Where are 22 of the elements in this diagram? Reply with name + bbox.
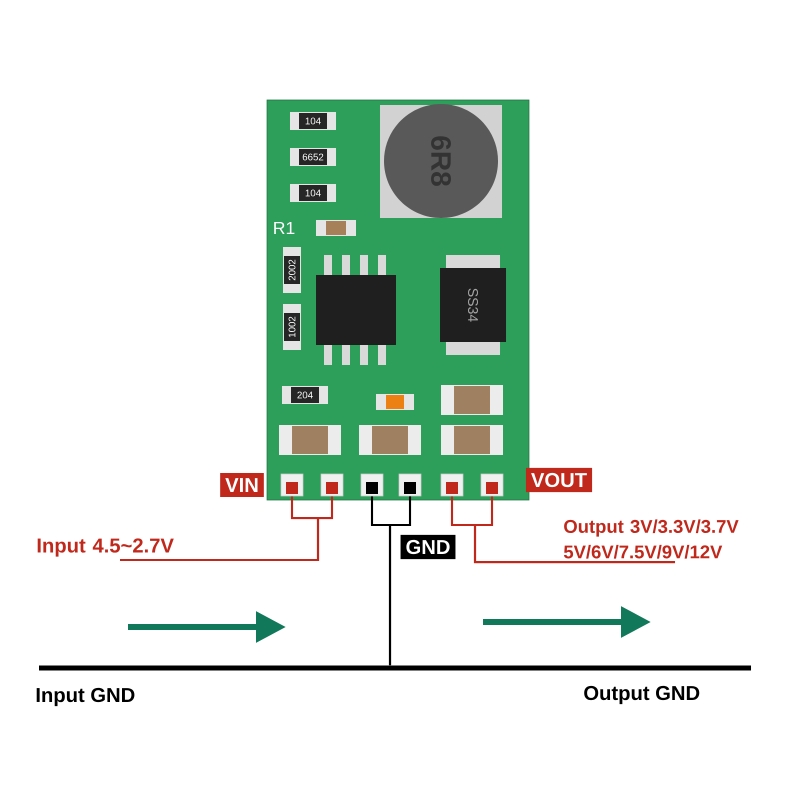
header-pin	[320, 474, 344, 496]
header-pin	[360, 474, 384, 496]
pin-label-tag: VIN	[220, 473, 264, 497]
component-marking: 6652	[302, 154, 324, 160]
ground-label: Output GND	[584, 686, 700, 704]
ground-label: Input GND	[36, 688, 134, 706]
header-pin	[280, 474, 304, 496]
component-marking: SS34	[468, 288, 478, 322]
wire	[388, 496, 412, 666]
pin-label-tag: VOUT	[526, 468, 592, 492]
voltage-label: Input 4.5~2.7V	[38, 538, 174, 557]
header-pin	[480, 474, 504, 496]
component-marking: 204	[297, 392, 313, 398]
component-marking: 104	[306, 190, 321, 196]
component-marking: 1002	[288, 316, 296, 337]
pin-label-tag: GND	[400, 534, 456, 560]
voltage-label: Output 3V/3.3V/3.7V 5V/6V/7.5V/9V/12V	[564, 519, 739, 559]
header-pin	[440, 474, 464, 496]
component-marking: 2002	[288, 260, 296, 280]
header-pin	[398, 474, 422, 496]
component-marking: R1	[274, 222, 294, 234]
component-marking: 104	[306, 118, 321, 124]
